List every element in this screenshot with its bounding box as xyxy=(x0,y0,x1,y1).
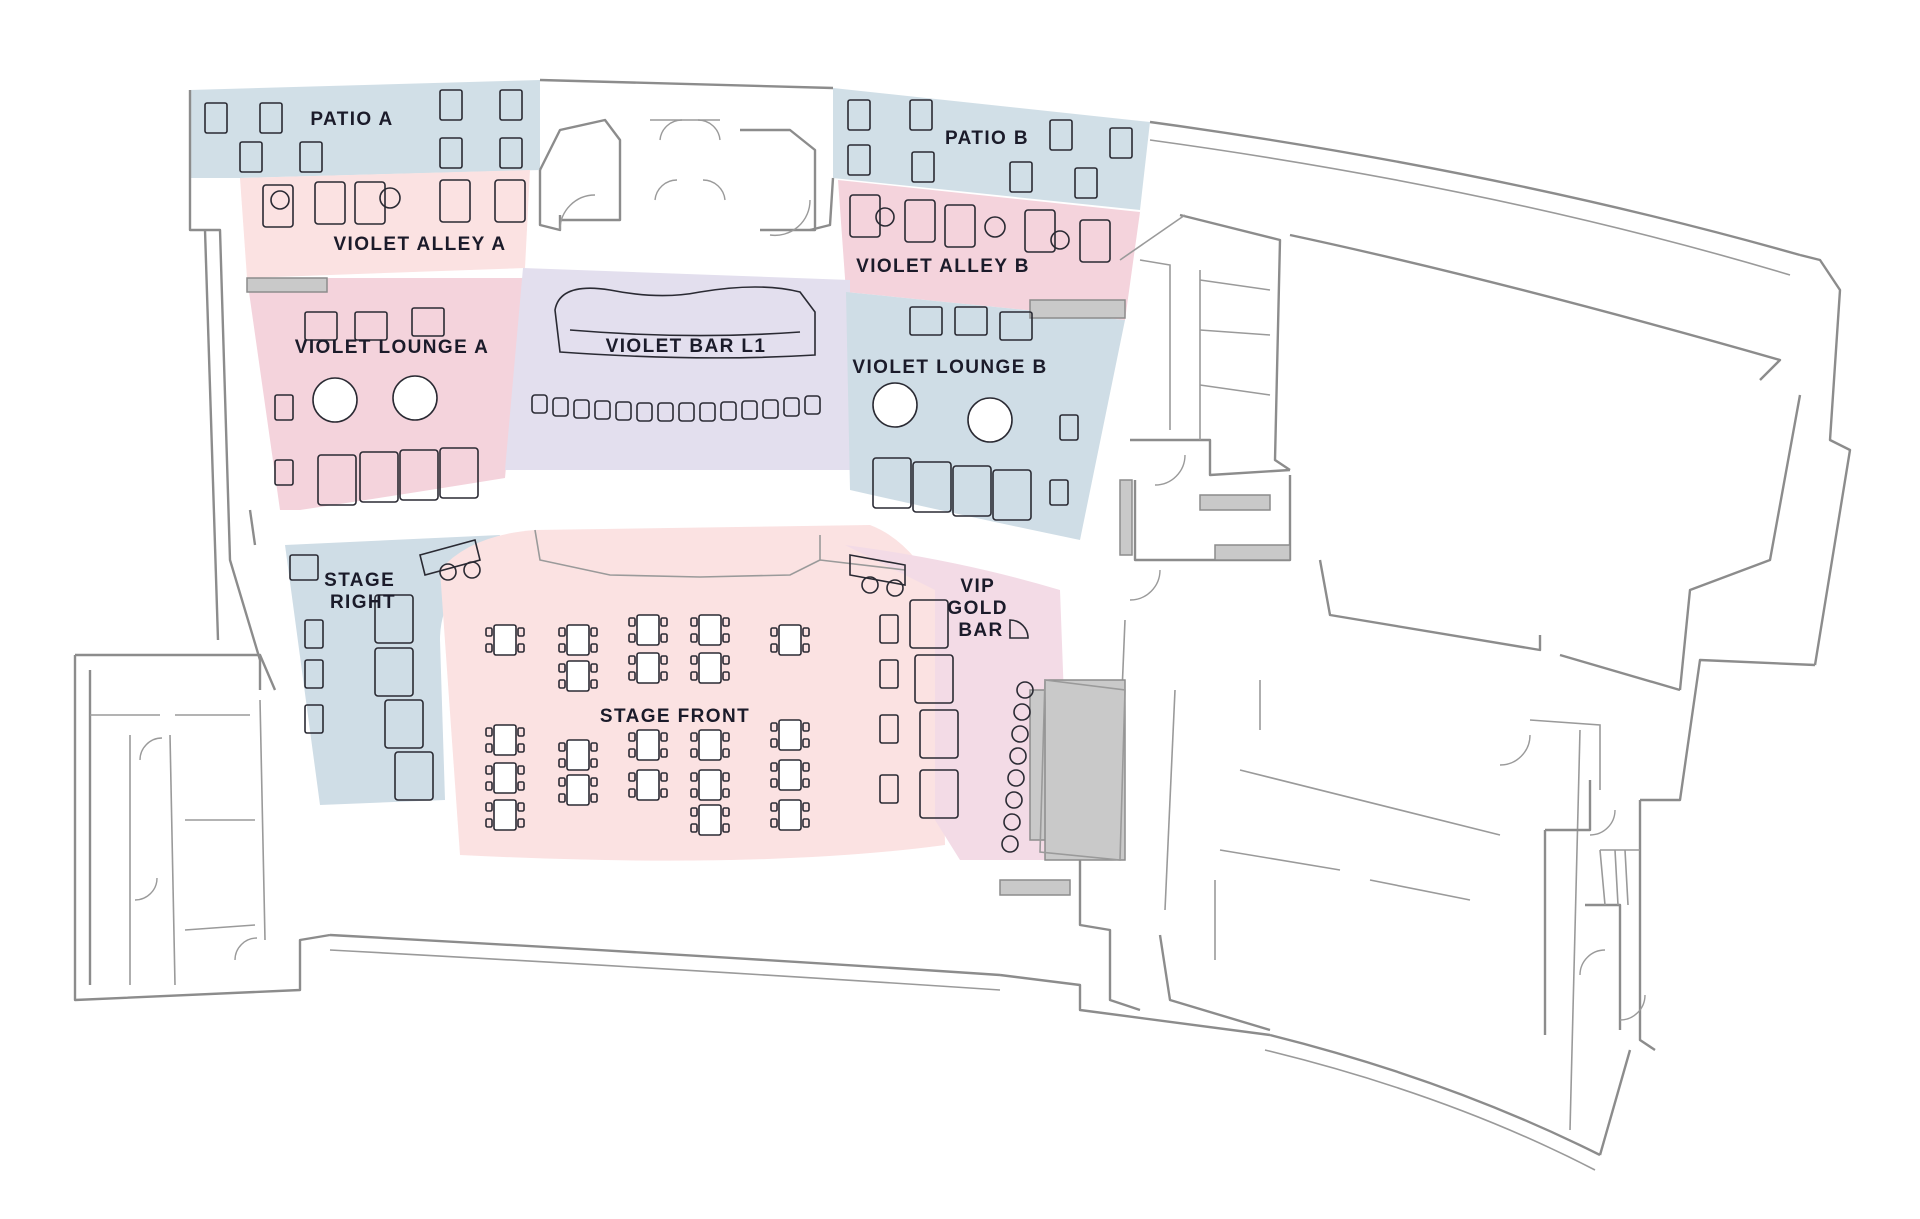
stage-front-table xyxy=(558,739,598,771)
label-violet-alley-b: VIOLET ALLEY B xyxy=(856,256,1030,277)
label-stage-right-line-2: RIGHT xyxy=(330,592,396,613)
stage-front-table xyxy=(690,652,730,684)
zone-labels: PATIO A PATIO B VIOLET ALLEY A VIOLET AL… xyxy=(295,109,1047,727)
stage-front-table xyxy=(628,652,668,684)
stage-front-table xyxy=(690,804,730,836)
label-vip-line-2: GOLD xyxy=(947,598,1008,619)
stage-front-table xyxy=(485,762,525,794)
entry-structures xyxy=(134,118,1646,1021)
label-violet-bar-l1: VIOLET BAR L1 xyxy=(606,336,767,357)
zone-violet-alley-b[interactable] xyxy=(838,180,1140,320)
patio-b-tables xyxy=(847,99,1133,199)
violet-lounge-a-furniture xyxy=(274,307,479,506)
stage-front-table xyxy=(628,614,668,646)
zone-patio-a[interactable] xyxy=(190,80,540,178)
stage-front-tables xyxy=(485,614,810,836)
label-violet-alley-a: VIOLET ALLEY A xyxy=(333,234,506,255)
stage-front-table xyxy=(690,769,730,801)
label-stage-right-line-1: STAGE xyxy=(324,570,395,591)
stage-front-table xyxy=(485,624,525,656)
patio-a-tables xyxy=(204,89,523,173)
stage-front-table xyxy=(558,624,598,656)
zone-violet-alley-a[interactable] xyxy=(240,170,530,278)
violet-bar-counter xyxy=(531,286,821,422)
zone-violet-bar-l1[interactable] xyxy=(505,268,850,470)
stage-front-table xyxy=(770,624,810,656)
label-vip-line-3: BAR xyxy=(958,620,1003,641)
zone-vip-gold-bar[interactable] xyxy=(845,545,1070,860)
building-walls xyxy=(73,78,1852,1171)
stage-front-table xyxy=(628,769,668,801)
stage-outline xyxy=(534,529,906,578)
violet-lounge-b-furniture xyxy=(872,306,1079,521)
label-vip-gold-bar: VIP GOLD BAR xyxy=(947,576,1014,641)
stage-front-table xyxy=(485,799,525,831)
label-patio-b: PATIO B xyxy=(945,128,1029,149)
stage-front-table xyxy=(628,729,668,761)
stage-front-table xyxy=(558,774,598,806)
violet-alley-b-furniture xyxy=(849,194,1111,263)
label-violet-lounge-a: VIOLET LOUNGE A xyxy=(295,337,489,358)
stage-front-table xyxy=(485,724,525,756)
label-patio-a: PATIO A xyxy=(310,109,393,130)
violet-alley-a-furniture xyxy=(262,179,526,228)
vip-gold-bar-furniture xyxy=(849,554,1126,861)
stage-front-table xyxy=(770,759,810,791)
stage-front-table xyxy=(558,660,598,692)
label-stage-right: STAGE RIGHT xyxy=(324,570,402,613)
stage-front-table xyxy=(770,719,810,751)
label-stage-front: STAGE FRONT xyxy=(600,706,750,727)
stage-front-table xyxy=(690,614,730,646)
stage-front-table xyxy=(770,799,810,831)
stage-right-furniture xyxy=(289,539,481,801)
zone-violet-lounge-a[interactable] xyxy=(247,278,523,510)
stage-front-table xyxy=(690,729,730,761)
label-vip-line-1: VIP xyxy=(960,576,994,597)
label-violet-lounge-b: VIOLET LOUNGE B xyxy=(852,357,1047,378)
